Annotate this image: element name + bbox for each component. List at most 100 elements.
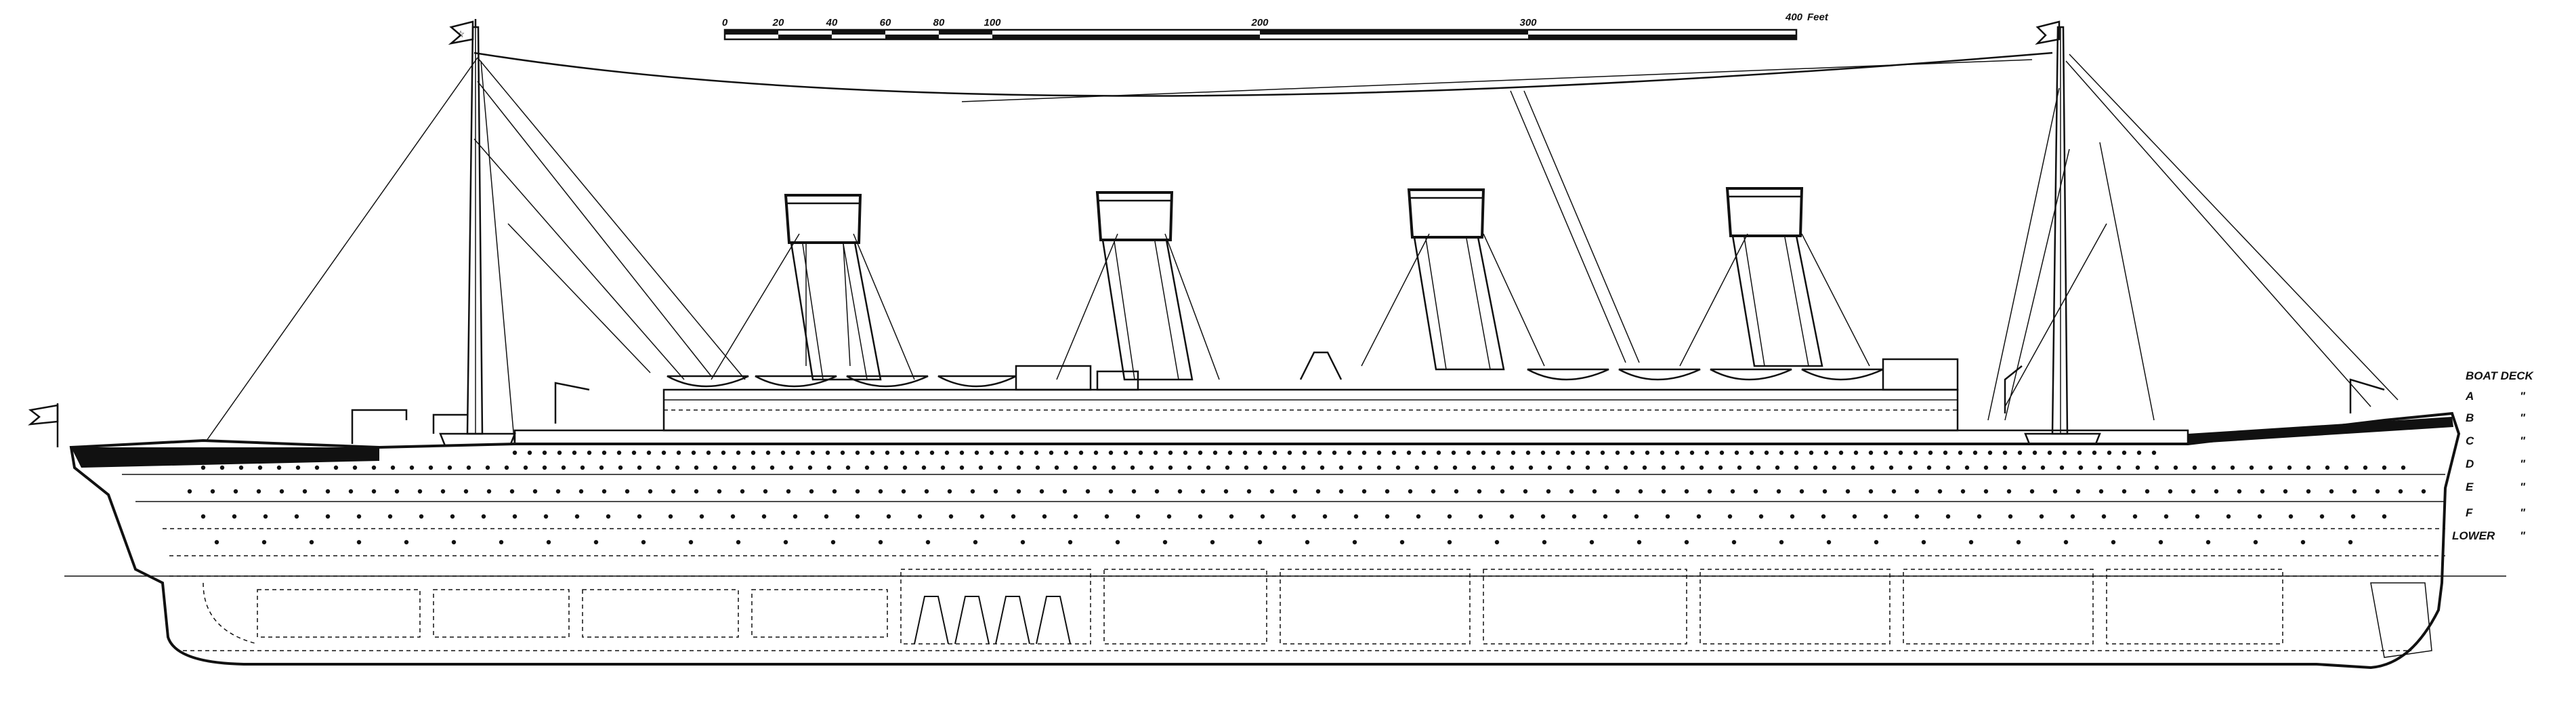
lifeboat — [755, 375, 837, 388]
compartment — [2106, 569, 2283, 645]
porthole — [1821, 514, 1826, 519]
compartment — [751, 589, 888, 638]
porthole — [914, 450, 920, 455]
porthole — [1794, 450, 1799, 455]
porthole — [294, 514, 299, 519]
porthole — [2040, 465, 2046, 470]
porthole — [219, 465, 225, 470]
porthole — [656, 465, 661, 470]
porthole — [1138, 450, 1143, 455]
porthole — [1063, 450, 1069, 455]
porthole — [1035, 465, 1040, 470]
porthole — [1376, 450, 1382, 455]
porthole — [1528, 465, 1534, 470]
porthole — [1547, 465, 1553, 470]
porthole — [694, 489, 699, 494]
porthole — [1244, 465, 1249, 470]
porthole — [1347, 450, 1352, 455]
porthole — [671, 489, 676, 494]
porthole — [302, 489, 308, 494]
porthole — [1131, 489, 1137, 494]
porthole — [309, 539, 314, 545]
porthole — [1753, 489, 1758, 494]
porthole — [2008, 514, 2013, 519]
porthole — [2132, 514, 2138, 519]
porthole — [1684, 539, 1689, 545]
porthole — [1868, 450, 1874, 455]
porthole — [1093, 450, 1099, 455]
porthole — [924, 489, 929, 494]
porthole — [1822, 489, 1828, 494]
porthole — [2121, 489, 2127, 494]
porthole — [973, 539, 978, 545]
porthole — [751, 465, 756, 470]
porthole — [1696, 514, 1702, 519]
flag-icon — [2035, 20, 2061, 45]
scale-tick-40: 40 — [826, 17, 838, 28]
porthole — [2382, 514, 2387, 519]
porthole — [825, 450, 830, 455]
rigging — [206, 52, 2399, 448]
lifeboat — [1710, 368, 1792, 381]
scale-unit: Feet — [1807, 12, 1829, 23]
lifeboat — [1618, 368, 1701, 381]
porthole — [1227, 450, 1233, 455]
porthole — [356, 514, 362, 519]
porthole — [356, 539, 362, 545]
porthole — [2002, 450, 2008, 455]
porthole — [606, 514, 611, 519]
porthole — [2352, 489, 2357, 494]
deck-label-c: C — [2466, 434, 2474, 447]
porthole — [1779, 539, 1784, 545]
lifeboat — [846, 375, 929, 388]
porthole — [1794, 465, 1799, 470]
porthole — [2168, 489, 2173, 494]
porthole — [1623, 465, 1628, 470]
porthole — [1130, 465, 1135, 470]
porthole — [1838, 450, 1844, 455]
porthole — [1104, 514, 1110, 519]
porthole — [845, 465, 851, 470]
porthole — [2344, 465, 2349, 470]
porthole — [2214, 489, 2219, 494]
porthole — [1494, 539, 1500, 545]
compartment-outlines — [257, 569, 2283, 645]
porthole — [1395, 465, 1401, 470]
porthole — [2059, 465, 2065, 470]
deck-label-e: E — [2466, 481, 2474, 493]
lifeboat — [667, 375, 749, 388]
porthole — [2249, 465, 2254, 470]
porthole — [1016, 465, 1021, 470]
porthole — [1719, 450, 1725, 455]
porthole — [1068, 539, 1073, 545]
porthole — [1764, 450, 1769, 455]
porthole — [2021, 465, 2027, 470]
porthole — [1898, 450, 1903, 455]
porthole — [1085, 489, 1091, 494]
porthole — [2092, 450, 2097, 455]
porthole — [504, 465, 509, 470]
porthole — [1585, 450, 1590, 455]
porthole — [1888, 465, 1894, 470]
porthole — [532, 489, 538, 494]
porthole — [780, 450, 786, 455]
deck-label-lower-ditto: " — [2520, 529, 2526, 542]
porthole — [2121, 450, 2127, 455]
porthole — [1684, 489, 1689, 494]
porthole — [1436, 450, 1441, 455]
porthole — [450, 514, 455, 519]
fore-mast-flag: ☆ — [448, 20, 474, 45]
porthole — [257, 465, 263, 470]
porthole — [974, 450, 979, 455]
porthole — [561, 465, 566, 470]
porthole — [1272, 450, 1278, 455]
porthole — [261, 539, 267, 545]
porthole — [1447, 539, 1452, 545]
porthole — [499, 539, 504, 545]
porthole — [830, 539, 836, 545]
porthole — [1813, 465, 1818, 470]
porthole — [648, 489, 653, 494]
deck-label-boat: BOAT DECK — [2466, 369, 2535, 382]
scale-tick-20: 20 — [772, 17, 784, 28]
porthole — [730, 514, 736, 519]
